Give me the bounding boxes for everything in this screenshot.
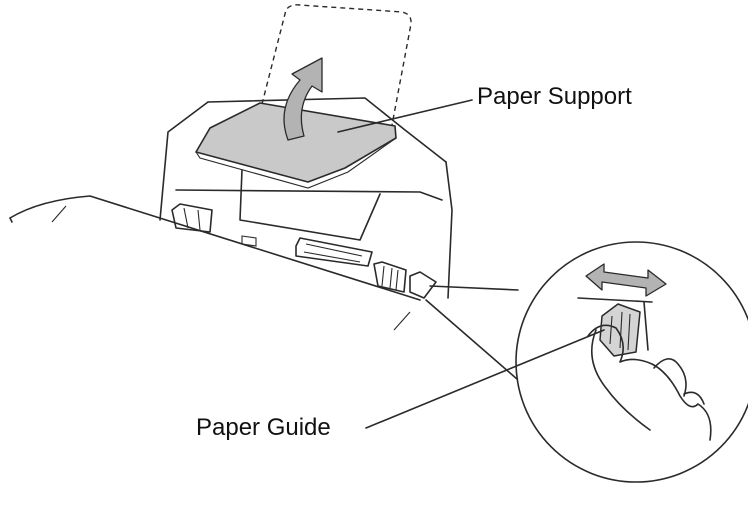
paper-support-label: Paper Support <box>477 83 632 110</box>
zoom-guide-top-edge <box>577 297 653 303</box>
paper-tray-crease-right <box>393 311 411 331</box>
slide-arrow-icon <box>585 263 667 297</box>
right-roller-detail <box>303 243 363 263</box>
printer-housing-inner <box>175 189 443 201</box>
printer-housing-top <box>207 97 447 163</box>
lift-arrow-icon <box>283 57 323 141</box>
hand-fingers <box>587 324 712 441</box>
hand-knuckle-lines <box>653 358 705 405</box>
paper-tray-crease-left <box>51 205 67 223</box>
printer-housing-right <box>445 161 453 299</box>
paper-tray-left-edge <box>9 195 421 301</box>
printer-housing-left <box>159 101 209 221</box>
paper-guide-leader <box>365 329 605 429</box>
paper-guide-slider-ridges <box>381 265 399 291</box>
paper-tray-front-edge <box>9 217 13 223</box>
paper-guide-end-tab <box>409 271 437 299</box>
zoom-detail-circle <box>515 241 748 483</box>
zoom-guide-vertical <box>643 301 649 351</box>
left-guide-block-detail <box>183 207 201 231</box>
paper-support-leader <box>337 99 473 133</box>
paper-slot <box>239 169 381 241</box>
hand-thumb <box>590 329 651 431</box>
zoom-guide-tab-ridges <box>609 311 631 351</box>
tray-tab <box>241 235 257 247</box>
right-roller-assembly <box>295 237 373 267</box>
paper-support-panel <box>195 102 397 183</box>
paper-support-edge <box>195 137 397 189</box>
paper-guide-slider <box>373 261 407 293</box>
paper-guide-label: Paper Guide <box>196 414 331 441</box>
left-guide-block <box>171 203 213 233</box>
extended-support-outline <box>261 4 412 126</box>
callout-upper-line <box>429 285 519 291</box>
